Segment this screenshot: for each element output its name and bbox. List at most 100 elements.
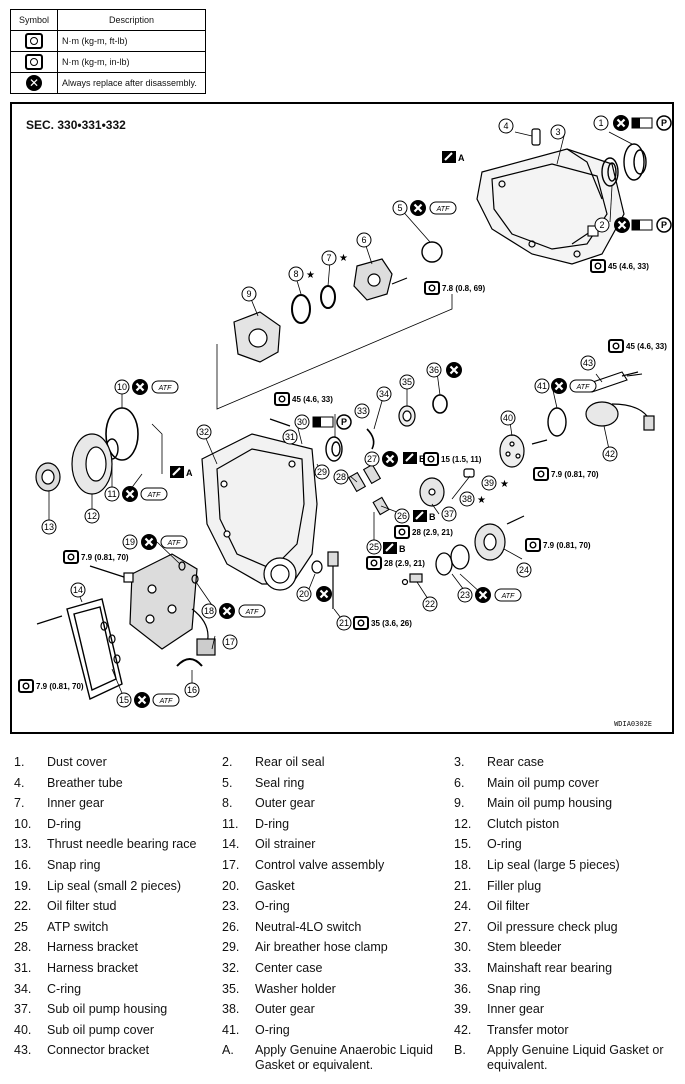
part-description: Center case xyxy=(255,960,323,975)
svg-text:19: 19 xyxy=(125,537,135,547)
part-number: 34. xyxy=(14,981,32,996)
part-number: 18. xyxy=(454,857,472,872)
part-number: 22. xyxy=(14,899,32,914)
part-number: 17. xyxy=(222,857,240,872)
part-number: 4. xyxy=(14,775,25,790)
legend-row: N·m (kg-m, ft-lb) xyxy=(10,30,206,52)
legend-header-description: Description xyxy=(57,9,206,31)
legend-row: N·m (kg-m, in-lb) xyxy=(10,51,206,73)
part-description: Outer gear xyxy=(255,796,315,811)
part-number: 39. xyxy=(454,1002,472,1017)
part-description: Oil strainer xyxy=(255,837,316,852)
svg-text:39: 39 xyxy=(484,478,494,488)
legend-description: Always replace after disassembly. xyxy=(57,72,206,94)
part-number: 9. xyxy=(454,796,465,811)
part-description: Outer gear xyxy=(255,1002,315,1017)
list-item: 40.Sub oil pump cover xyxy=(14,1020,222,1041)
svg-text:12: 12 xyxy=(87,511,97,521)
part-description: Mainshaft rear bearing xyxy=(487,960,613,975)
callout-29: 29 xyxy=(314,464,330,480)
p-mark-icon: P P P xyxy=(336,115,672,430)
part-number: 21. xyxy=(454,878,472,893)
oil-filter-stud xyxy=(401,573,423,586)
svg-text:11: 11 xyxy=(107,489,116,499)
list-item: 26.Neutral-4LO switch xyxy=(222,917,454,938)
callout-6: 6 xyxy=(356,232,372,248)
symbol-legend-table: Symbol Description N·m (kg-m, ft-lb) N·m… xyxy=(10,9,206,94)
list-item: 39. Inner gear xyxy=(454,999,674,1020)
callout-43: 43 xyxy=(580,355,596,371)
list-item: 8.Outer gear xyxy=(222,793,454,814)
svg-text:7: 7 xyxy=(326,253,331,263)
part-description: Oil pressure check plug xyxy=(487,919,618,934)
svg-text:5: 5 xyxy=(397,203,402,213)
svg-text:24: 24 xyxy=(519,565,529,575)
part-description: Connector bracket xyxy=(47,1043,150,1058)
part-number: 11. xyxy=(222,816,239,831)
svg-text:1: 1 xyxy=(598,118,603,128)
svg-text:7.9 (0.81, 70): 7.9 (0.81, 70) xyxy=(551,470,599,479)
rear-oil-seal xyxy=(601,157,619,187)
part-description: Inner gear xyxy=(47,796,104,811)
callout-10: 10 xyxy=(114,379,130,395)
part-number: 1. xyxy=(14,755,25,769)
part-number: A. xyxy=(222,1043,234,1058)
svg-text:13: 13 xyxy=(44,522,54,532)
svg-text:ATF: ATF xyxy=(436,206,450,213)
o-ring xyxy=(547,407,567,437)
callout-22: 22 xyxy=(422,596,438,612)
svg-text:27: 27 xyxy=(367,454,377,464)
part-description: Neutral-4LO switch xyxy=(255,919,362,934)
svg-text:45 (4.6, 33): 45 (4.6, 33) xyxy=(292,395,333,404)
callout-12: 12 xyxy=(84,508,100,524)
list-item: 17.Control valve assembly xyxy=(222,855,454,876)
svg-text:36: 36 xyxy=(429,365,439,375)
part-number: 5. xyxy=(222,775,233,790)
part-number: 41. xyxy=(222,1022,240,1037)
part-description: D-ring xyxy=(255,816,290,831)
svg-text:6: 6 xyxy=(361,235,366,245)
part-description: Clutch piston xyxy=(487,816,560,831)
c-ring xyxy=(366,428,375,450)
list-item: 9.Main oil pump housing xyxy=(454,793,674,814)
part-description: Breather tube xyxy=(47,775,123,790)
svg-text:35 (3.6, 26): 35 (3.6, 26) xyxy=(371,619,412,628)
svg-text:18: 18 xyxy=(204,606,214,616)
svg-text:B: B xyxy=(419,454,426,464)
callout-32: 32 xyxy=(196,424,212,440)
svg-text:ATF: ATF xyxy=(159,698,173,705)
callout-4: 4 xyxy=(498,118,514,134)
svg-text:ATF: ATF xyxy=(501,593,515,600)
part-description: Inner gear xyxy=(487,1002,544,1017)
control-valve-assembly xyxy=(129,553,216,656)
list-item: 43.Connector bracket xyxy=(14,1043,222,1073)
sub-oil-pump-cover xyxy=(499,434,525,468)
svg-text:21: 21 xyxy=(339,618,349,628)
o-ring xyxy=(435,552,453,576)
list-item: 41.O-ring xyxy=(222,1020,454,1041)
part-description: Snap ring xyxy=(487,981,541,996)
svg-text:ATF: ATF xyxy=(167,540,181,547)
callout-2: 2 xyxy=(594,217,610,233)
part-number: 29. xyxy=(222,940,240,955)
svg-text:ATF: ATF xyxy=(245,609,259,616)
callout-11: 11 xyxy=(104,486,120,502)
list-item: 18.Lip seal (large 5 pieces) xyxy=(454,855,674,876)
part-description: Oil filter xyxy=(487,899,530,914)
svg-text:7.9 (0.81, 70): 7.9 (0.81, 70) xyxy=(81,553,129,562)
svg-text:35: 35 xyxy=(402,377,412,387)
svg-text:8: 8 xyxy=(293,269,298,279)
list-item: 12.Clutch piston xyxy=(454,814,674,835)
list-item: 11. D-ring xyxy=(222,814,454,835)
list-item: 28.Harness bracket xyxy=(14,937,222,958)
part-description: Oil filter stud xyxy=(47,899,117,914)
svg-text:23: 23 xyxy=(460,590,470,600)
exploded-view-drawing: 4 3 1 2 5 6 7 8 9 10 11 12 13 32 31 33 3… xyxy=(18,113,672,710)
part-description: Transfer motor xyxy=(487,1022,569,1037)
part-description: Sub oil pump cover xyxy=(47,1022,155,1037)
svg-text:★: ★ xyxy=(477,495,486,506)
